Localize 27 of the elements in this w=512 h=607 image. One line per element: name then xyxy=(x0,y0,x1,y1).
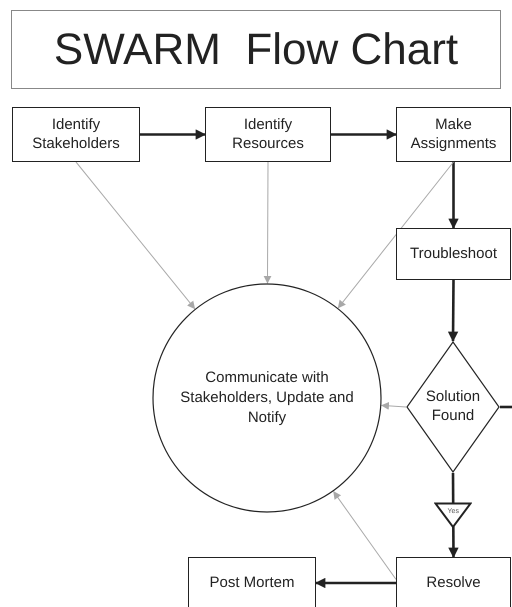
arrow xyxy=(331,129,398,140)
node-text: Solution Found xyxy=(424,388,482,426)
connector-line xyxy=(333,491,396,580)
connector-line xyxy=(380,402,406,410)
node-text: Communicate with Stakeholders, Update and Notify xyxy=(179,368,355,428)
title: SWARM Flow Chart xyxy=(11,10,501,89)
process-box xyxy=(396,557,511,607)
process-box xyxy=(188,557,316,607)
node-text: Troubleshoot xyxy=(410,244,497,264)
node-text: Post Mortem xyxy=(209,574,295,592)
communication-circle xyxy=(152,283,382,513)
arrow xyxy=(314,578,396,588)
node-text: Make Assignments xyxy=(410,116,498,154)
connector-line xyxy=(264,162,272,284)
process-box xyxy=(396,107,511,162)
arrow xyxy=(448,280,458,342)
arrow xyxy=(140,129,206,140)
process-box xyxy=(205,107,331,162)
connector-line xyxy=(76,162,196,310)
connector-line xyxy=(338,162,454,308)
process-box xyxy=(12,107,140,162)
decision-diamond xyxy=(406,341,500,473)
arrow xyxy=(448,162,459,230)
process-box xyxy=(396,228,511,280)
node-text: Identify Resources xyxy=(231,116,305,154)
node-text: Identify Stakeholders xyxy=(31,116,121,154)
node-text: Resolve xyxy=(426,574,481,592)
